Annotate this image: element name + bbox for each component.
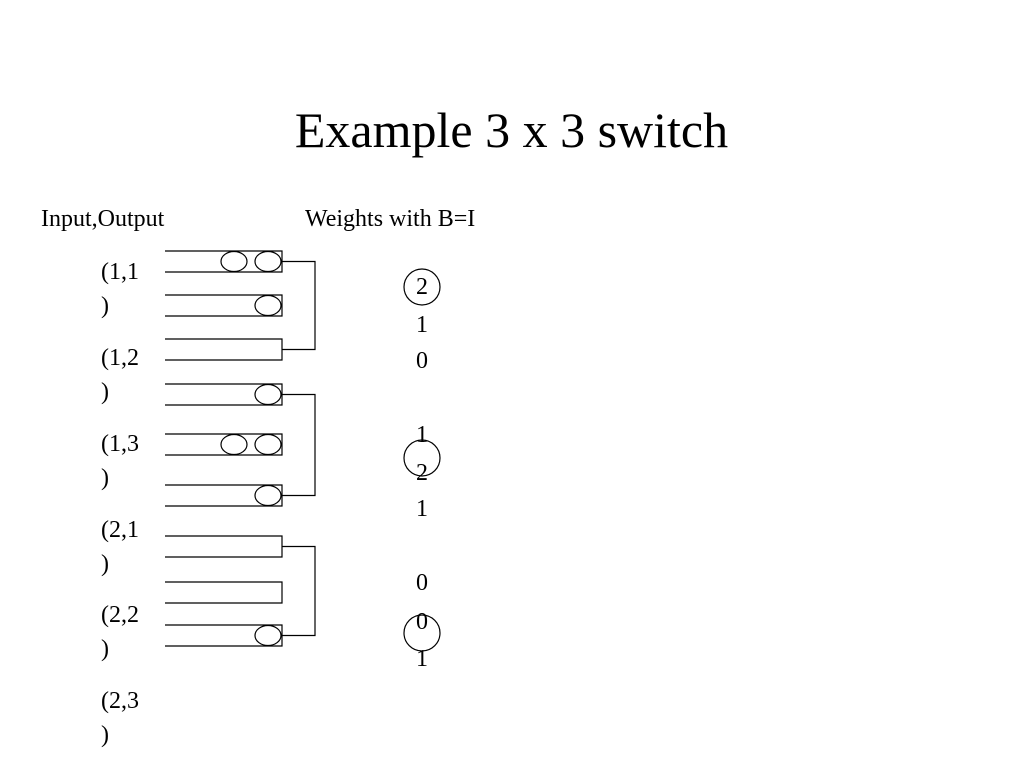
pair-label-line1: (1,3 — [101, 431, 139, 457]
cell-circle — [254, 294, 282, 317]
pair-label-line1: (2,1 — [101, 517, 139, 543]
slide-title: Example 3 x 3 switch — [294, 102, 729, 158]
queue-box — [165, 535, 283, 558]
weight-circle — [403, 439, 441, 477]
weight-value: 1 — [416, 496, 428, 522]
weight-value: 0 — [416, 348, 428, 374]
weight-value: 1 — [416, 646, 428, 672]
weight-value: 1 — [416, 312, 428, 338]
pair-label-line1: (2,3 — [101, 688, 139, 714]
pair-label-line1: (2,2 — [101, 602, 139, 628]
pair-label-line2: ) — [101, 551, 109, 577]
queue-box — [165, 484, 283, 507]
queue-box — [165, 294, 283, 317]
weight-value: 1 — [416, 422, 428, 448]
pair-label-line2: ) — [101, 722, 109, 748]
pair-label-line2: ) — [101, 379, 109, 405]
pair-label-line1: (1,2 — [101, 345, 139, 371]
pair-label-2-2: (2,2 ) — [101, 598, 139, 666]
output-bracket — [282, 393, 316, 497]
cell-circle — [254, 383, 282, 406]
cell-circle — [220, 250, 248, 273]
cell-circle — [254, 624, 282, 647]
input-output-header: Input,Output — [41, 206, 165, 232]
pair-label-2-3: (2,3 ) — [101, 684, 139, 752]
weight-value: 2 — [416, 274, 428, 300]
weight-value: 2 — [416, 460, 428, 486]
pair-label-1-1: (1,1 ) — [101, 255, 139, 323]
pair-label-line1: (1,1 — [101, 259, 139, 285]
weight-circle — [403, 268, 441, 306]
cell-circle — [254, 484, 282, 507]
pair-label-1-3: (1,3 ) — [101, 427, 139, 495]
pair-label-line2: ) — [101, 293, 109, 319]
queue-box — [165, 581, 283, 604]
queue-box — [165, 250, 283, 273]
output-bracket — [282, 545, 316, 637]
cell-circle — [254, 433, 282, 456]
queue-box — [165, 433, 283, 456]
pair-label-2-1: (2,1 ) — [101, 513, 139, 581]
pair-label-line2: ) — [101, 465, 109, 491]
pair-label-1-2: (1,2 ) — [101, 341, 139, 409]
weights-header: Weights with B=I — [305, 206, 476, 232]
pair-label-line2: ) — [101, 636, 109, 662]
queue-box — [165, 383, 283, 406]
queue-box — [165, 338, 283, 361]
output-bracket — [282, 260, 316, 351]
weight-value: 0 — [416, 570, 428, 596]
cell-circle — [254, 250, 282, 273]
weight-value: 0 — [416, 609, 428, 635]
weight-circle — [403, 614, 441, 652]
cell-circle — [220, 433, 248, 456]
queue-box — [165, 624, 283, 647]
